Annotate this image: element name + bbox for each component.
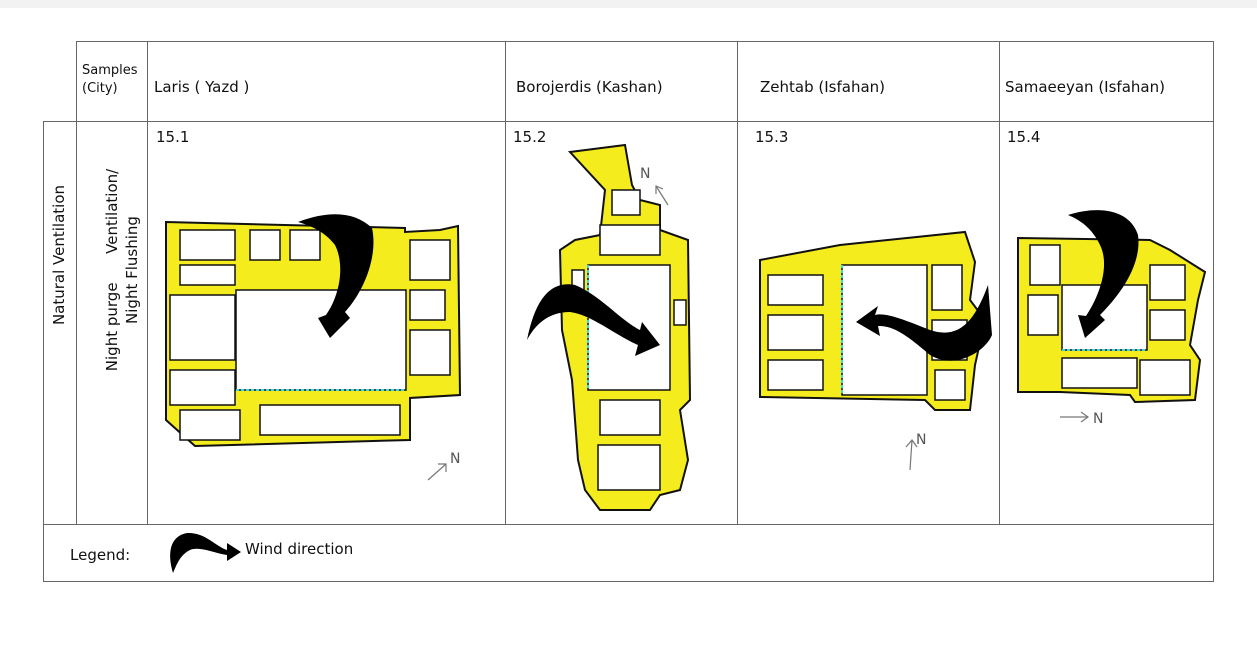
room-shape [599, 224, 661, 256]
room-shape [767, 359, 824, 391]
room-shape [259, 404, 401, 436]
room-shape [767, 314, 824, 351]
room-shape [179, 229, 236, 261]
room-shape [1139, 359, 1191, 396]
north-label: N [916, 432, 926, 448]
room-shape [289, 229, 321, 261]
figure-number: 15.4 [1007, 128, 1041, 146]
room-shape [1061, 357, 1138, 389]
room-shape [409, 239, 451, 281]
wind-direction-legend-icon [170, 532, 241, 573]
room-shape [409, 329, 451, 376]
samples-label-line2: (City) [82, 81, 118, 96]
room-shape [1027, 294, 1059, 336]
courtyard-shape [235, 289, 407, 391]
figure-number: 15.1 [156, 128, 190, 146]
north-arrow-icon [427, 463, 447, 481]
north-label: N [640, 166, 650, 182]
room-shape [169, 294, 236, 361]
room-shape [1029, 244, 1061, 286]
figure-number: 15.2 [513, 128, 547, 146]
wind-arrow-icon [298, 214, 374, 338]
wind-arrow-icon [856, 285, 992, 361]
figure-number: 15.3 [755, 128, 789, 146]
north-arrow-icon [655, 185, 669, 206]
samples-label: Samples (City) [82, 62, 138, 98]
plan-mark [427, 463, 447, 481]
column-header-samaeeyan: Samaeeyan (Isfahan) [1005, 78, 1165, 96]
north-arrow-icon [905, 439, 918, 471]
north-label: N [1093, 411, 1103, 427]
legend-item-wind-direction: Wind direction [245, 540, 354, 558]
room-shape [169, 369, 236, 406]
legend-label: Legend: [70, 546, 131, 564]
wind-arrow-icon [527, 284, 660, 356]
plan-mark [655, 185, 669, 206]
room-shape [409, 289, 446, 321]
room-shape [179, 264, 236, 286]
column-header-borojerdis: Borojerdis (Kashan) [516, 78, 663, 96]
plan-mark [905, 439, 918, 448]
room-shape [599, 399, 661, 436]
north-label: N [450, 451, 460, 467]
top-bar [0, 0, 1257, 8]
room-shape [249, 229, 281, 261]
room-shape [931, 264, 963, 311]
room-shape [767, 274, 824, 306]
column-header-laris: Laris ( Yazd ) [154, 78, 250, 96]
room-shape [597, 444, 661, 491]
plan-mark [655, 185, 664, 194]
room-shape [179, 409, 241, 441]
plan-mark [1080, 411, 1090, 423]
north-arrow-icon [1060, 411, 1090, 423]
plan-mark [909, 439, 913, 471]
room-shape [1149, 309, 1186, 341]
room-shape [1149, 264, 1186, 301]
plan-mark [438, 463, 447, 472]
column-header-zehtab: Zehtab (Isfahan) [760, 78, 885, 96]
room-shape [611, 189, 641, 216]
room-shape [934, 369, 966, 401]
samples-label-line1: Samples [82, 63, 138, 78]
wind-arrow-icon [1068, 210, 1139, 338]
room-shape [673, 299, 687, 326]
plan-mark [170, 532, 241, 573]
